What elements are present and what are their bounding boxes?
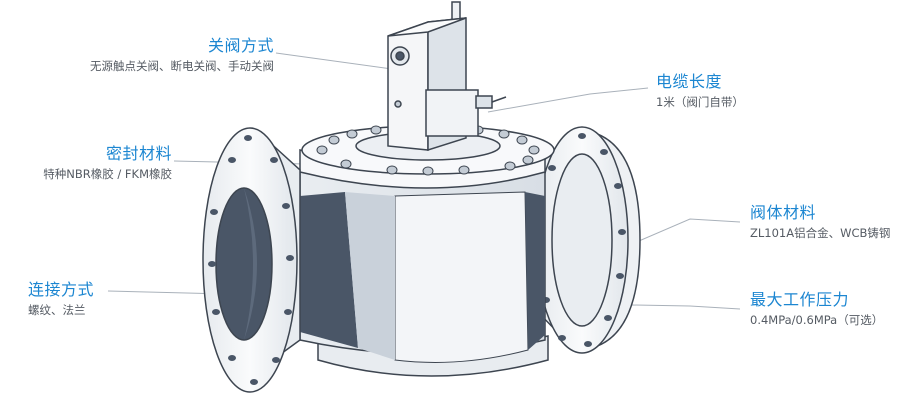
right-flange — [527, 126, 641, 354]
leader-closing-method — [275, 52, 393, 70]
max-working-pressure-detail: 0.4MPa/0.6MPa（可选） — [750, 313, 884, 327]
body-material-detail: ZL101A铝合金、WCB铸钢 — [750, 226, 891, 240]
callout-cable-length: 电缆长度 1米（阀门自带） — [656, 72, 744, 110]
callout-max-working-pressure: 最大工作压力 0.4MPa/0.6MPa（可选） — [750, 290, 883, 328]
max-working-pressure-title: 最大工作压力 — [750, 290, 850, 309]
callout-closing-method: 关阀方式 无源触点关阀、断电关阀、手动关阀 — [30, 36, 274, 74]
seal-material-title: 密封材料 — [105, 144, 172, 163]
connection-method-title: 连接方式 — [28, 280, 95, 299]
leader-max-pressure — [631, 304, 741, 310]
closing-method-detail: 无源触点关阀、断电关阀、手动关阀 — [90, 59, 274, 73]
callout-body-material: 阀体材料 ZL101A铝合金、WCB铸钢 — [750, 203, 890, 241]
callout-seal-material: 密封材料 特种NBR橡胶 / FKM橡胶 — [0, 144, 172, 182]
callout-connection-method: 连接方式 螺纹、法兰 — [28, 280, 94, 318]
leader-lines — [107, 52, 741, 310]
seal-material-detail: 特种NBR橡胶 / FKM橡胶 — [43, 167, 172, 181]
connection-method-detail: 螺纹、法兰 — [28, 303, 86, 317]
cable-length-title: 电缆长度 — [656, 72, 723, 91]
solenoid-actuator-icon — [387, 1, 507, 152]
leader-cable-length — [487, 87, 649, 113]
valve-body — [299, 149, 546, 363]
left-flange — [202, 127, 301, 393]
leader-body-material — [631, 218, 741, 245]
cable-length-detail: 1米（阀门自带） — [656, 95, 744, 109]
body-material-title: 阀体材料 — [750, 203, 817, 222]
closing-method-title: 关阀方式 — [207, 36, 274, 55]
